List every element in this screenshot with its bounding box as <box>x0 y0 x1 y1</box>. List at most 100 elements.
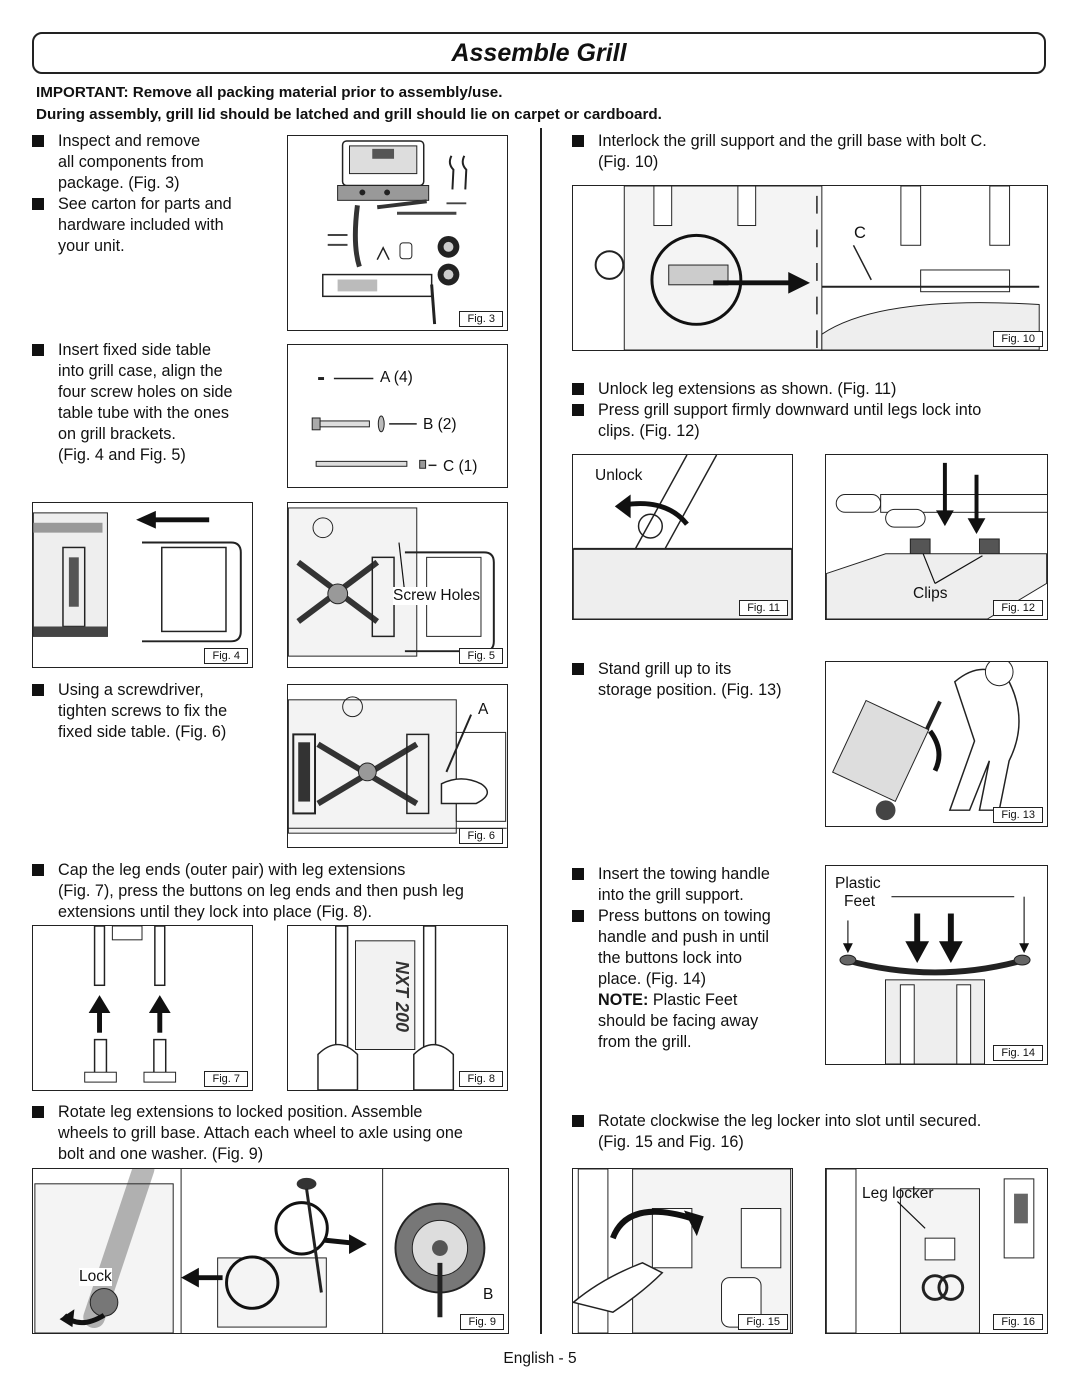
step-leg-locker: Rotate clockwise the leg locker into slo… <box>572 1111 1052 1153</box>
fig7-label: Fig. 7 <box>204 1071 248 1087</box>
feet-callout: Feet <box>844 893 876 910</box>
note-text: Plastic Feet <box>648 991 738 1009</box>
note-line-2: should be facing away <box>598 1012 759 1030</box>
fig14-illustration <box>839 896 1031 1064</box>
lock-callout: Lock <box>79 1268 112 1286</box>
fig3-label: Fig. 3 <box>459 311 503 327</box>
step-rotate-legs: Rotate leg extensions to locked position… <box>32 1102 532 1165</box>
figure-12: Clips Fig. 12 <box>825 454 1048 620</box>
title-banner: Assemble Grill <box>32 32 1046 74</box>
step-side-table: Insert fixed side table into grill case,… <box>32 340 282 466</box>
fig15-label: Fig. 15 <box>738 1314 788 1330</box>
fig6-label: Fig. 6 <box>459 828 503 844</box>
page-title: Assemble Grill <box>451 38 627 67</box>
fig13-label: Fig. 13 <box>993 807 1043 823</box>
figure-7: Fig. 7 <box>32 925 253 1091</box>
b-callout-fig9: B <box>483 1286 494 1303</box>
fig8-illustration <box>317 926 455 1090</box>
screw-holes-callout: Screw Holes <box>393 587 480 605</box>
fig9-illustration <box>34 1169 486 1333</box>
step-stand: Stand grill up to its storage position. … <box>572 659 812 701</box>
step-side-table-line-3: four screw holes on side <box>58 383 233 401</box>
fig16-label: Fig. 16 <box>993 1314 1043 1330</box>
step-inspect-line-2: all components from <box>58 153 204 171</box>
fig4-illustration <box>33 510 242 643</box>
figure-11: Unlock Fig. 11 <box>572 454 793 620</box>
step-rotate-legs-line-3: bolt and one washer. (Fig. 9) <box>58 1145 264 1163</box>
figure-9: Lock B Fig. 9 <box>32 1168 509 1334</box>
note-line-3: from the grill. <box>598 1033 692 1051</box>
fig5-label: Fig. 5 <box>459 648 503 664</box>
assembly-note: During assembly, grill lid should be lat… <box>36 106 662 123</box>
figure-16: Leg locker Fig. 16 <box>825 1168 1048 1334</box>
figure-3: Fig. 3 <box>287 135 508 331</box>
step-towing: Insert the towing handle into the grill … <box>572 864 812 1053</box>
figure-14: Plastic Feet Fig. 14 <box>825 865 1048 1065</box>
fig9-label: Fig. 9 <box>460 1314 504 1330</box>
step-side-table-line-2: into grill case, align the <box>58 362 223 380</box>
figure-10: C Fig. 10 <box>572 185 1048 351</box>
step-rotate-legs-line-2: wheels to grill base. Attach each wheel … <box>58 1124 463 1142</box>
step-buttons-line-4: place. (Fig. 14) <box>598 970 706 988</box>
step-leg-locker-ref: (Fig. 15 and Fig. 16) <box>598 1133 744 1151</box>
note-label: NOTE: <box>598 991 649 1009</box>
step-stand-line-1: Stand grill up to its <box>572 659 812 680</box>
step-unlock-line-1: Unlock leg extensions as shown. (Fig. 11… <box>572 379 1052 400</box>
step-inspect: Inspect and remove all components from p… <box>32 131 282 257</box>
step-buttons-line-3: the buttons lock into <box>598 949 742 967</box>
hardware-box: A (4) B (2) C (1) <box>287 344 508 488</box>
fig16-illustration <box>826 1169 1035 1333</box>
step-interlock-ref: (Fig. 10) <box>598 153 659 171</box>
step-screwdriver-line-3: fixed side table. (Fig. 6) <box>58 723 227 741</box>
step-towing-line-1: Insert the towing handle <box>572 864 812 885</box>
fig6-illustration <box>288 696 507 834</box>
fig13-illustration <box>831 662 1020 821</box>
step-carton-line-1: See carton for parts and <box>32 194 282 215</box>
fig4-label: Fig. 4 <box>204 648 248 664</box>
step-screwdriver: Using a screwdriver, tighten screws to f… <box>32 680 282 743</box>
step-carton-line-2: hardware included with <box>58 216 224 234</box>
hardware-c-label: C (1) <box>443 458 478 475</box>
fig12-illustration <box>826 462 1047 619</box>
step-press-line-1: Press grill support firmly downward unti… <box>572 400 1052 421</box>
step-side-table-line-5: on grill brackets. <box>58 425 176 443</box>
hardware-b-label: B (2) <box>423 416 457 433</box>
figure-8: NXT 200 Fig. 8 <box>287 925 508 1091</box>
fig8-label: Fig. 8 <box>459 1071 503 1087</box>
step-side-table-ref: (Fig. 4 and Fig. 5) <box>58 446 186 464</box>
c-callout-fig10: C <box>854 224 866 242</box>
fig12-label: Fig. 12 <box>993 600 1043 616</box>
figure-4: Fig. 4 <box>32 502 253 668</box>
note-line-1: NOTE: Plastic Feet <box>572 990 812 1011</box>
fig11-label: Fig. 11 <box>739 600 788 616</box>
step-screwdriver-line-1: Using a screwdriver, <box>32 680 282 701</box>
step-inspect-line-3: package. (Fig. 3) <box>58 174 180 192</box>
step-inspect-line-1: Inspect and remove <box>32 131 282 152</box>
fig7-illustration <box>84 926 177 1083</box>
fig15-illustration <box>573 1169 792 1333</box>
fig10-label: Fig. 10 <box>993 331 1043 347</box>
fig8-logo: NXT 200 <box>392 960 413 1033</box>
step-screwdriver-line-2: tighten screws to fix the <box>58 702 228 720</box>
step-leg-locker-line-1: Rotate clockwise the leg locker into slo… <box>572 1111 1052 1132</box>
step-cap-legs-line-2: (Fig. 7), press the buttons on leg ends … <box>58 882 464 900</box>
figure-6: A Fig. 6 <box>287 684 508 848</box>
unlock-callout: Unlock <box>595 467 643 484</box>
fig3-parts-illustration <box>322 140 468 325</box>
figure-5: Screw Holes Fig. 5 <box>287 502 508 668</box>
a-callout-fig6: A <box>478 701 489 718</box>
step-buttons-line-2: handle and push in until <box>598 928 770 946</box>
step-cap-legs: Cap the leg ends (outer pair) with leg e… <box>32 860 532 923</box>
step-rotate-legs-line-1: Rotate leg extensions to locked position… <box>32 1102 532 1123</box>
fig5-illustration <box>288 507 495 657</box>
step-carton-line-3: your unit. <box>58 237 125 255</box>
leg-locker-callout: Leg locker <box>862 1185 934 1202</box>
step-stand-line-2: storage position. (Fig. 13) <box>598 681 782 699</box>
fig10-illustration <box>594 186 1040 350</box>
hardware-illustration <box>311 377 437 469</box>
clips-callout: Clips <box>913 585 948 602</box>
hardware-a-label: A (4) <box>380 369 413 386</box>
step-cap-legs-line-3: extensions until they lock into place (F… <box>58 903 373 921</box>
step-interlock-line-1: Interlock the grill support and the gril… <box>572 131 1052 152</box>
step-interlock: Interlock the grill support and the gril… <box>572 131 1052 173</box>
